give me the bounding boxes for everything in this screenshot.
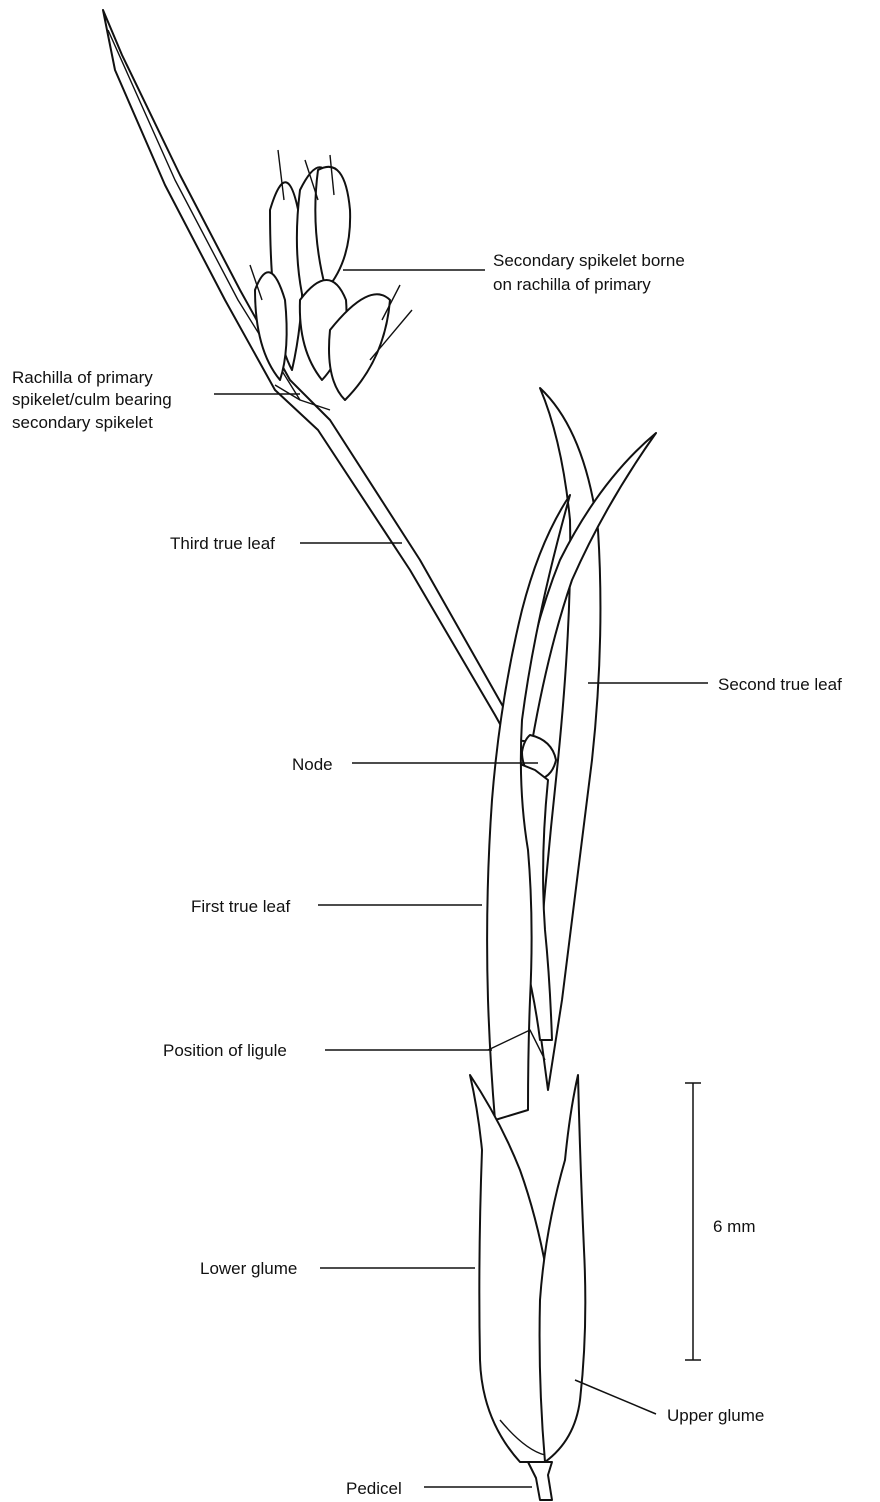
label-node: Node — [292, 755, 333, 774]
label-rachilla-line3: secondary spikelet — [12, 413, 153, 432]
label-secondary-spikelet-line2: on rachilla of primary — [493, 275, 651, 294]
pedicel-shape — [528, 1462, 552, 1500]
label-pedicel: Pedicel — [346, 1479, 402, 1498]
label-second-true-leaf: Second true leaf — [718, 675, 842, 694]
label-rachilla-line2: spikelet/culm bearing — [12, 390, 172, 409]
leader-upper-glume — [575, 1380, 656, 1414]
label-first-true-leaf: First true leaf — [191, 897, 290, 916]
label-secondary-spikelet-line1: Secondary spikelet borne — [493, 251, 685, 270]
third-true-leaf-shape — [103, 10, 530, 760]
label-scale-bar: 6 mm — [713, 1217, 756, 1236]
secondary-spikelet-cluster — [250, 150, 412, 410]
label-rachilla-line1: Rachilla of primary — [12, 368, 153, 387]
upper-glume-shape — [540, 1075, 586, 1462]
label-position-of-ligule: Position of ligule — [163, 1041, 287, 1060]
label-third-true-leaf: Third true leaf — [170, 534, 275, 553]
label-lower-glume: Lower glume — [200, 1259, 297, 1278]
label-upper-glume: Upper glume — [667, 1406, 764, 1425]
scale-bar — [685, 1083, 701, 1360]
